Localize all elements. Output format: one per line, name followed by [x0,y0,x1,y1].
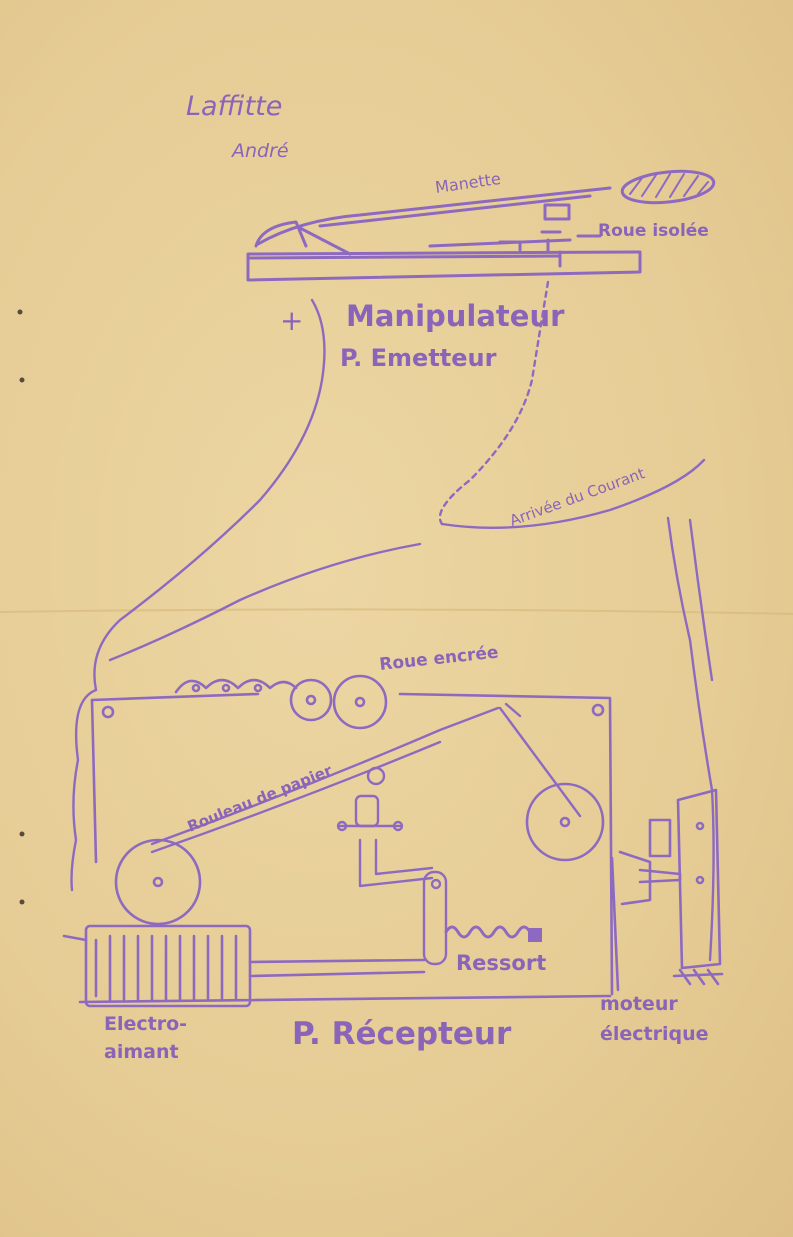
connecting-wires [70,280,715,962]
paper-fold-line [0,608,793,615]
paper-roll-label: Rouleau de papier [185,761,335,836]
receiver-frame [78,692,614,1004]
spring [444,925,542,942]
electric-motor [610,788,724,992]
binder-holes [17,309,25,905]
spring-label: Ressort [456,951,546,975]
paper-strip [150,702,582,854]
electromagnet-label: Electro-aimant [104,1013,187,1063]
author-surname: Laffitte [186,91,282,122]
emitter-post-label: P. Emetteur [340,344,497,372]
lever-handle-knob [620,169,716,205]
drive-roller [114,838,202,926]
receiver-post-label: P. Récepteur [292,1016,512,1052]
electromagnet [62,924,426,1008]
manipulator-label: Manipulateur [346,299,565,333]
stylus-linkage [336,766,448,966]
plus-sign: + [280,304,303,337]
inked-wheel-label: Roue encrée [378,643,499,675]
current-arrival-label: Arrivée du Courant [507,464,647,530]
isolated-wheel-label: Roue isolée [598,221,709,241]
paper-roll-right [525,782,605,862]
ink-wheel-chain [174,674,388,730]
author-firstname: André [230,140,289,162]
lever-label: Manette [434,169,502,197]
manipulator-key [246,186,642,282]
